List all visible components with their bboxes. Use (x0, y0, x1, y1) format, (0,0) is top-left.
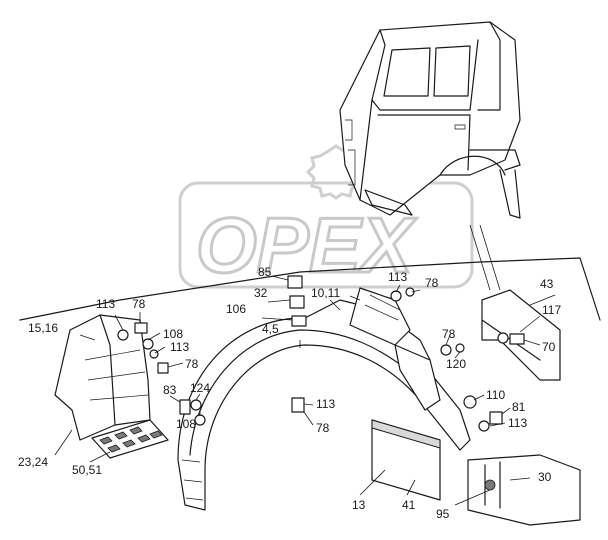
callout-78: 78 (185, 357, 199, 371)
truck-cab (339, 21, 521, 219)
callout-113: 113 (170, 340, 189, 354)
callout-113: 113 (388, 270, 407, 284)
callout-30: 30 (538, 470, 552, 484)
callout-4-5: 4,5 (262, 322, 279, 336)
callout-15-16: 15,16 (28, 321, 58, 335)
callout-70: 70 (542, 340, 556, 354)
callout-43: 43 (540, 277, 554, 291)
callout-78: 78 (442, 327, 456, 341)
fasteners (117, 275, 525, 432)
detail-inset-frame (19, 257, 601, 321)
callout-108: 108 (163, 327, 183, 341)
leader-lines (54, 275, 556, 506)
step-plate (91, 419, 169, 459)
callout-labels: 85 113 78 43 32 10,11 106 113 78 117 15,… (18, 265, 561, 521)
callout-106: 106 (226, 302, 246, 316)
callout-13: 13 (352, 498, 366, 512)
callout-113: 113 (508, 416, 527, 430)
watermark-logo: OPEX (178, 144, 474, 291)
step-mudguard (54, 314, 151, 441)
callout-120: 120 (446, 357, 466, 371)
fender-bracket (349, 287, 441, 411)
callout-85: 85 (258, 265, 272, 279)
watermark-text: OPEX (196, 201, 417, 289)
callout-95: 95 (436, 507, 450, 521)
callout-113: 113 (316, 397, 335, 411)
callout-32: 32 (254, 286, 268, 300)
mud-flap (371, 419, 441, 501)
callout-81: 81 (512, 400, 526, 414)
callout-78: 78 (425, 276, 439, 290)
callout-124: 124 (190, 381, 210, 395)
clamp-detail (467, 454, 581, 526)
callout-78: 78 (132, 297, 146, 311)
callout-78: 78 (316, 421, 330, 435)
callout-41: 41 (402, 498, 416, 512)
callout-50-51: 50,51 (72, 463, 102, 477)
callout-83: 83 (163, 383, 177, 397)
callout-10-11: 10,11 (311, 286, 340, 300)
callout-113: 113 (96, 297, 115, 311)
callout-110: 110 (486, 388, 505, 402)
callout-117: 117 (542, 303, 561, 317)
callout-23-24: 23,24 (18, 455, 48, 469)
callout-108: 108 (176, 417, 196, 431)
